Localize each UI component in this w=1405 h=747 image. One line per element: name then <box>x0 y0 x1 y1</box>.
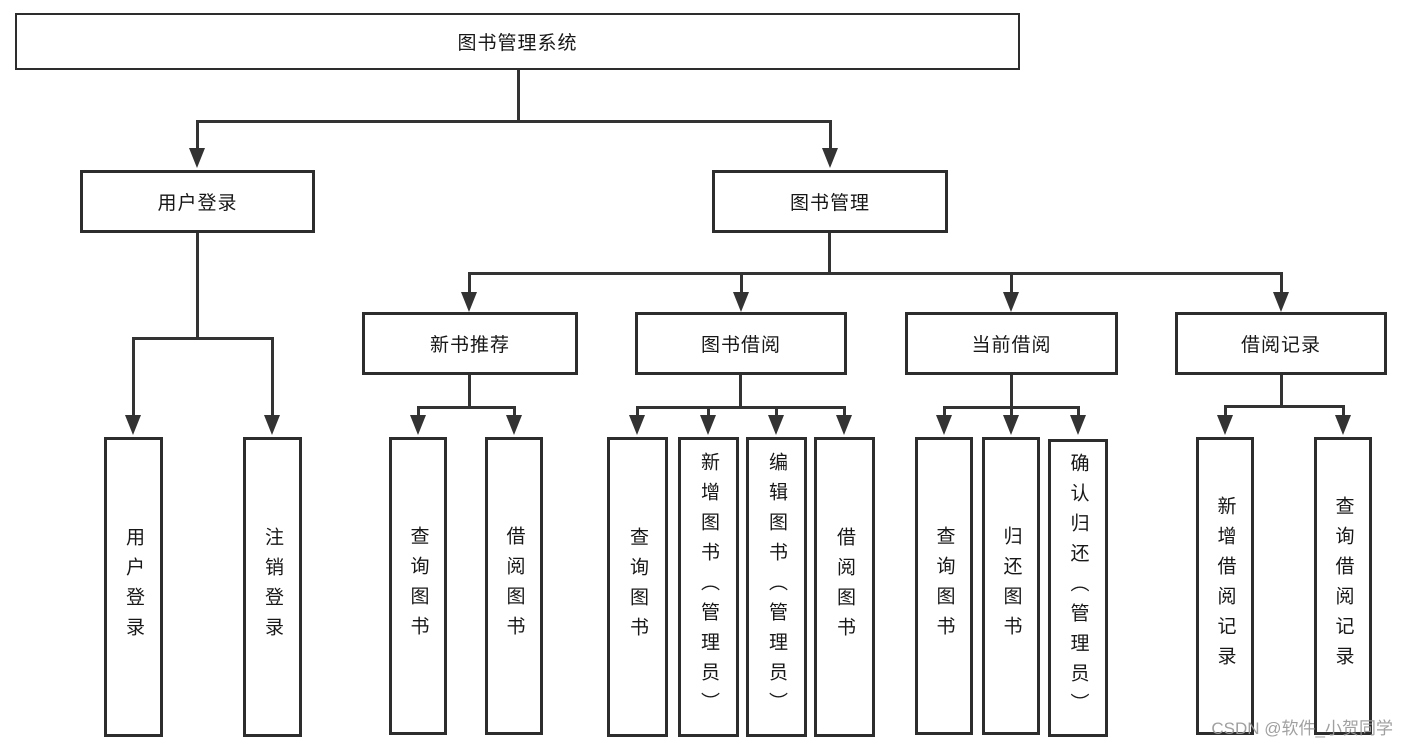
node-user-login-label: 用户登录 <box>157 193 238 214</box>
node-leaf-cb-query-book-label: 查询图书 <box>933 526 955 646</box>
node-leaf-bb-add-book-label: 新增图书（管理员） <box>698 452 719 722</box>
arrowhead-down-icon <box>1273 292 1289 312</box>
connector-arrow-shaft <box>943 406 946 420</box>
arrowhead-down-icon <box>125 415 141 435</box>
node-leaf-nbr-query-book: 查询图书 <box>389 437 447 735</box>
connector-arrow-shaft <box>196 120 199 154</box>
connector-arrow-shaft <box>1010 406 1013 420</box>
arrowhead-down-icon <box>189 148 205 168</box>
node-borrow-record: 借阅记录 <box>1175 312 1387 375</box>
connector-arrow-shaft <box>132 337 135 419</box>
arrowhead-down-icon <box>1070 415 1086 435</box>
node-leaf-br-add-record-label: 新增借阅记录 <box>1214 496 1236 676</box>
node-borrow-record-label: 借阅记录 <box>1240 335 1321 356</box>
node-leaf-bb-query-book: 查询图书 <box>607 437 668 737</box>
connector-level2-branch <box>196 120 832 123</box>
node-leaf-bb-edit-book: 编辑图书（管理员） <box>746 437 807 737</box>
node-leaf-logout-label: 注销登录 <box>262 527 283 647</box>
arrowhead-down-icon <box>733 292 749 312</box>
node-leaf-cb-query-book: 查询图书 <box>915 437 973 735</box>
connector-arrow-shaft <box>271 337 274 419</box>
connector-bb-stub <box>739 375 742 409</box>
arrowhead-down-icon <box>410 415 426 435</box>
connector-nbr-branch <box>417 406 516 409</box>
node-leaf-bb-edit-book-label: 编辑图书（管理员） <box>766 452 787 722</box>
connector-book-management-stub <box>828 233 831 275</box>
node-new-book-recommend-label: 新书推荐 <box>429 335 510 356</box>
connector-arrow-shaft <box>775 406 778 420</box>
arrowhead-down-icon <box>836 415 852 435</box>
connector-arrow-shaft <box>1010 272 1013 296</box>
node-book-management-label: 图书管理 <box>789 193 870 214</box>
node-leaf-logout: 注销登录 <box>243 437 302 737</box>
arrowhead-down-icon <box>1217 415 1233 435</box>
arrowhead-down-icon <box>768 415 784 435</box>
node-leaf-cb-confirm-return: 确认归还（管理员） <box>1048 439 1108 737</box>
node-leaf-user-login-label: 用户登录 <box>123 527 144 647</box>
node-leaf-br-query-record: 查询借阅记录 <box>1314 437 1372 735</box>
node-leaf-bb-query-book-label: 查询图书 <box>627 527 648 647</box>
connector-arrow-shaft <box>1280 272 1283 296</box>
node-leaf-bb-borrow-book-label: 借阅图书 <box>834 527 855 647</box>
connector-arrow-shaft <box>417 406 420 420</box>
arrowhead-down-icon <box>1003 292 1019 312</box>
arrowhead-down-icon <box>629 415 645 435</box>
connector-arrow-shaft <box>829 120 832 154</box>
connector-level3-branch <box>468 272 1282 275</box>
connector-br-branch <box>1224 405 1345 408</box>
connector-arrow-shaft <box>707 406 710 420</box>
arrowhead-down-icon <box>264 415 280 435</box>
node-leaf-user-login: 用户登录 <box>104 437 163 737</box>
node-root-label: 图书管理系统 <box>457 33 578 54</box>
arrowhead-down-icon <box>822 148 838 168</box>
node-leaf-cb-confirm-return-label: 确认归还（管理员） <box>1067 453 1089 723</box>
connector-arrow-shaft <box>468 272 471 296</box>
node-new-book-recommend: 新书推荐 <box>362 312 578 375</box>
arrowhead-down-icon <box>506 415 522 435</box>
node-root-system: 图书管理系统 <box>15 13 1020 70</box>
connector-cb-stub <box>1010 375 1013 409</box>
node-leaf-bb-add-book: 新增图书（管理员） <box>678 437 739 737</box>
node-book-borrow-label: 图书借阅 <box>700 335 781 356</box>
connector-nbr-stub <box>468 375 471 409</box>
node-user-login: 用户登录 <box>80 170 315 233</box>
node-leaf-nbr-query-book-label: 查询图书 <box>407 526 429 646</box>
arrowhead-down-icon <box>1003 415 1019 435</box>
connector-arrow-shaft <box>740 272 743 296</box>
connector-arrow-shaft <box>1224 405 1227 420</box>
node-leaf-nbr-borrow-book-label: 借阅图书 <box>503 526 525 646</box>
connector-user-login-stub <box>196 233 199 340</box>
connector-arrow-shaft <box>843 406 846 420</box>
connector-br-stub <box>1280 375 1283 408</box>
node-book-borrow: 图书借阅 <box>635 312 847 375</box>
connector-user-login-branch <box>132 337 274 340</box>
arrowhead-down-icon <box>936 415 952 435</box>
connector-root-stub <box>517 70 520 123</box>
connector-arrow-shaft <box>636 406 639 420</box>
arrowhead-down-icon <box>1335 415 1351 435</box>
connector-bb-branch <box>636 406 846 409</box>
node-leaf-cb-return-book: 归还图书 <box>982 437 1040 735</box>
node-current-borrow: 当前借阅 <box>905 312 1118 375</box>
node-book-management: 图书管理 <box>712 170 948 233</box>
connector-arrow-shaft <box>513 406 516 420</box>
node-leaf-br-query-record-label: 查询借阅记录 <box>1332 496 1354 676</box>
connector-arrow-shaft <box>1342 405 1345 420</box>
node-leaf-cb-return-book-label: 归还图书 <box>1000 526 1022 646</box>
arrowhead-down-icon <box>461 292 477 312</box>
node-leaf-nbr-borrow-book: 借阅图书 <box>485 437 543 735</box>
node-current-borrow-label: 当前借阅 <box>971 335 1052 356</box>
connector-arrow-shaft <box>1077 406 1080 420</box>
node-leaf-br-add-record: 新增借阅记录 <box>1196 437 1254 735</box>
node-leaf-bb-borrow-book: 借阅图书 <box>814 437 875 737</box>
arrowhead-down-icon <box>700 415 716 435</box>
csdn-watermark: CSDN @软件_小贺同学 <box>1211 719 1393 738</box>
